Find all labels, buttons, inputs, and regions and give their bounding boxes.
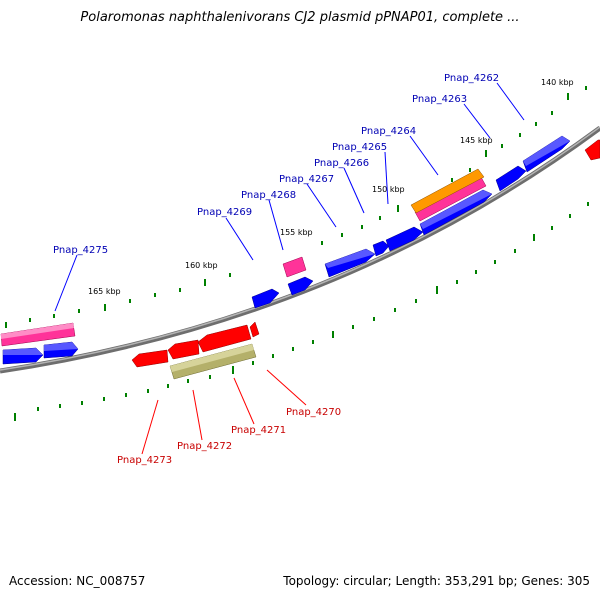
- kbp-label: 150 kbp: [372, 185, 405, 194]
- top-leader-lines: [54, 82, 525, 312]
- gene-arrow: [251, 288, 280, 309]
- gene-arrow: [287, 276, 314, 296]
- gene-arrow: [584, 139, 600, 161]
- gene-label-pnap-4266[interactable]: Pnap_4266: [314, 158, 369, 169]
- gene-label-pnap-4275[interactable]: Pnap_4275: [53, 245, 108, 256]
- gene-label-pnap-4271[interactable]: Pnap_4271: [231, 425, 286, 436]
- gene-arrow: [167, 339, 200, 360]
- gene-arrow: [197, 324, 252, 353]
- gene-label-pnap-4268[interactable]: Pnap_4268: [241, 190, 296, 201]
- gene-label-pnap-4263[interactable]: Pnap_4263: [412, 94, 467, 105]
- kbp-label: 165 kbp: [88, 287, 121, 296]
- inner-tick-row: [14, 202, 589, 421]
- gene-arrow: [131, 349, 169, 368]
- gene-arrow: [372, 240, 390, 257]
- gene-label-pnap-4269[interactable]: Pnap_4269: [197, 207, 252, 218]
- gene-label-pnap-4262[interactable]: Pnap_4262: [444, 73, 499, 84]
- gene-label-pnap-4265[interactable]: Pnap_4265: [332, 142, 387, 153]
- plasmid-backbone: [0, 125, 600, 374]
- gene-arrow: [249, 321, 260, 338]
- kbp-label: 155 kbp: [280, 228, 313, 237]
- orange-feature: [410, 168, 485, 214]
- gene-label-pnap-4272[interactable]: Pnap_4272: [177, 441, 232, 452]
- gene-label-pnap-4273[interactable]: Pnap_4273: [117, 455, 172, 466]
- map-title: Polaromonas naphthalenivorans CJ2 plasmi…: [80, 10, 520, 25]
- outer-tick-row: [5, 86, 587, 328]
- accession-text: Accession: NC_008757: [9, 574, 146, 588]
- pink-feature: [282, 256, 307, 278]
- gene-label-pnap-4267[interactable]: Pnap_4267: [279, 174, 334, 185]
- gene-arrow: [495, 165, 527, 192]
- topology-summary: Topology: circular; Length: 353,291 bp; …: [283, 574, 590, 588]
- gene-arrow: [385, 226, 424, 252]
- kbp-label: 160 kbp: [185, 261, 218, 270]
- gene-label-pnap-4270[interactable]: Pnap_4270: [286, 407, 341, 418]
- kbp-label: 145 kbp: [460, 136, 493, 145]
- feature-bars: [0, 168, 487, 380]
- reverse-genes: [131, 139, 600, 368]
- kbp-label: 140 kbp: [541, 78, 574, 87]
- gene-label-pnap-4264[interactable]: Pnap_4264: [361, 126, 416, 137]
- bottom-leader-lines: [141, 369, 307, 455]
